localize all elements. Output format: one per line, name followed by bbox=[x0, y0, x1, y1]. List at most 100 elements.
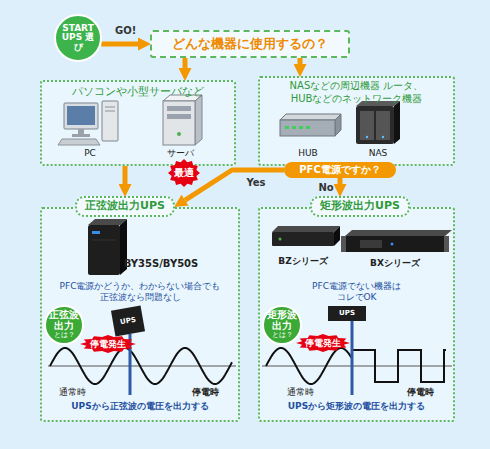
part-label-slot: サーバ bbox=[167, 148, 194, 159]
pc-icon bbox=[78, 129, 84, 134]
server-icon bbox=[195, 95, 202, 145]
pc-icon bbox=[105, 111, 115, 112]
pc-icon bbox=[67, 106, 95, 125]
hub-icon bbox=[306, 126, 310, 129]
text-slot: PFC電源かどうか、わからない場合でも 正弦波なら問題なし bbox=[52, 281, 228, 304]
hub-icon bbox=[292, 126, 296, 129]
ups-tower-icon bbox=[92, 240, 116, 241]
pc-icon bbox=[105, 107, 115, 108]
ups-type-pill: 矩形波出力UPS bbox=[310, 196, 410, 217]
node-text: UPS bbox=[119, 316, 136, 327]
device-panel: NASなどの周辺機器 ルータ、HUBなどのネットワーク機器 bbox=[258, 76, 455, 166]
ups-type-pill: 正弦波出力UPS bbox=[75, 196, 175, 217]
node-text: START UPS 選び bbox=[60, 24, 96, 52]
part-label: PC bbox=[84, 148, 96, 159]
part-label: 通常時 bbox=[59, 387, 86, 398]
part-label: サーバ bbox=[167, 148, 194, 159]
nas-icon bbox=[360, 111, 374, 140]
part-label-slot: 停電時 bbox=[407, 387, 434, 398]
panel-fill bbox=[258, 76, 455, 166]
sine-wave-chart bbox=[48, 334, 236, 395]
sine-wave-chart bbox=[50, 348, 232, 384]
decision-banner: PFC電源ですか？ bbox=[284, 162, 396, 178]
text-slot: NASなどの周辺機器 ルータ、HUBなどのネットワーク機器 bbox=[267, 80, 447, 105]
edge-label: Yes bbox=[244, 177, 267, 188]
nas-icon bbox=[382, 136, 384, 138]
text-slot: UPSから正弦波の電圧を出力する bbox=[43, 401, 237, 412]
node-text: PFC電源ですか？ bbox=[299, 164, 381, 176]
nas-icon bbox=[394, 101, 400, 144]
part-label-slot: PC bbox=[84, 148, 96, 159]
ups-tower-icon bbox=[88, 225, 120, 275]
ups-rack-icon bbox=[345, 230, 452, 236]
text-slot: パソコンや小型サーバなど bbox=[44, 85, 232, 99]
pc-icon bbox=[64, 103, 98, 129]
part-label-slot: 通常時 bbox=[59, 387, 86, 398]
part-label-slot: BZシリーズ bbox=[278, 256, 327, 267]
node-text: とは？ bbox=[272, 331, 293, 339]
ups-tower-icon bbox=[88, 219, 127, 275]
node-text: 矩形波出力 bbox=[266, 310, 298, 331]
info-circle: 矩形波出力とは？ bbox=[262, 305, 302, 345]
hub-icon bbox=[299, 126, 303, 129]
ups-rack-icon bbox=[341, 230, 452, 252]
part-label: BY35S/BY50S bbox=[124, 258, 199, 270]
pc-icon bbox=[72, 134, 90, 137]
pc-icon bbox=[58, 101, 118, 145]
node-text: UPS bbox=[339, 309, 355, 317]
flow-arrow bbox=[101, 42, 138, 47]
node-text: 正弦波出力 bbox=[48, 310, 80, 331]
flow-arrow bbox=[123, 166, 128, 184]
burst-shape bbox=[296, 334, 350, 352]
node-text: 最適 bbox=[174, 167, 194, 179]
node-text: 停電発生 bbox=[305, 338, 341, 348]
edge-label: No bbox=[316, 182, 335, 193]
square-wave-chart bbox=[351, 321, 354, 395]
nas-icon bbox=[366, 136, 368, 138]
server-icon bbox=[167, 114, 191, 119]
hub-icon bbox=[280, 114, 341, 120]
part-label-slot: 停電時 bbox=[192, 387, 219, 398]
ups-slim-icon bbox=[279, 238, 282, 241]
outage-burst: 停電発生 bbox=[80, 335, 136, 353]
part-label: 停電時 bbox=[407, 387, 434, 398]
panel-text: パソコンや小型サーバなど bbox=[44, 85, 232, 99]
ups-slim-icon bbox=[272, 226, 340, 246]
nas-icon bbox=[356, 101, 400, 144]
ups-rack-icon bbox=[391, 243, 394, 246]
text-slot: PFC電源でない機器は コレでOK bbox=[301, 281, 413, 304]
flow-arrow bbox=[183, 58, 188, 68]
part-label-slot: HUB bbox=[298, 148, 318, 159]
pc-icon bbox=[102, 101, 118, 141]
hub-icon bbox=[280, 120, 335, 136]
nas-icon bbox=[376, 111, 390, 140]
panel-fill bbox=[40, 76, 455, 422]
panel-text: PFC電源かどうか、わからない場合でも 正弦波なら問題なし bbox=[52, 281, 228, 304]
panel-text: PFC電源でない機器は コレでOK bbox=[301, 281, 413, 304]
ups-rack-icon bbox=[345, 236, 445, 252]
part-label: HUB bbox=[298, 148, 318, 159]
panel-fill bbox=[258, 207, 455, 422]
part-label-slot: NAS bbox=[369, 148, 388, 159]
square-wave-chart bbox=[262, 366, 452, 367]
panel-text: NASなどの周辺機器 ルータ、HUBなどのネットワーク機器 bbox=[267, 80, 447, 105]
edge-label: GO! bbox=[113, 25, 138, 36]
edge-label-slot: No bbox=[316, 182, 335, 193]
ups-slim-icon bbox=[334, 226, 340, 246]
flow-arrow bbox=[338, 178, 343, 184]
outage-burst: 停電発生 bbox=[296, 334, 350, 352]
ups-rack-icon bbox=[444, 236, 449, 252]
server-icon bbox=[167, 106, 191, 111]
best-badge: 最適 bbox=[168, 159, 200, 187]
edge-label-slot: Yes bbox=[244, 177, 267, 188]
nas-icon bbox=[356, 106, 394, 144]
node-text: 停電発生 bbox=[90, 339, 126, 349]
square-wave-chart bbox=[262, 321, 452, 395]
server-icon bbox=[163, 95, 202, 145]
ups-slim-icon bbox=[272, 226, 340, 232]
hub-icon bbox=[285, 126, 289, 129]
ups-rack-icon bbox=[341, 236, 346, 252]
